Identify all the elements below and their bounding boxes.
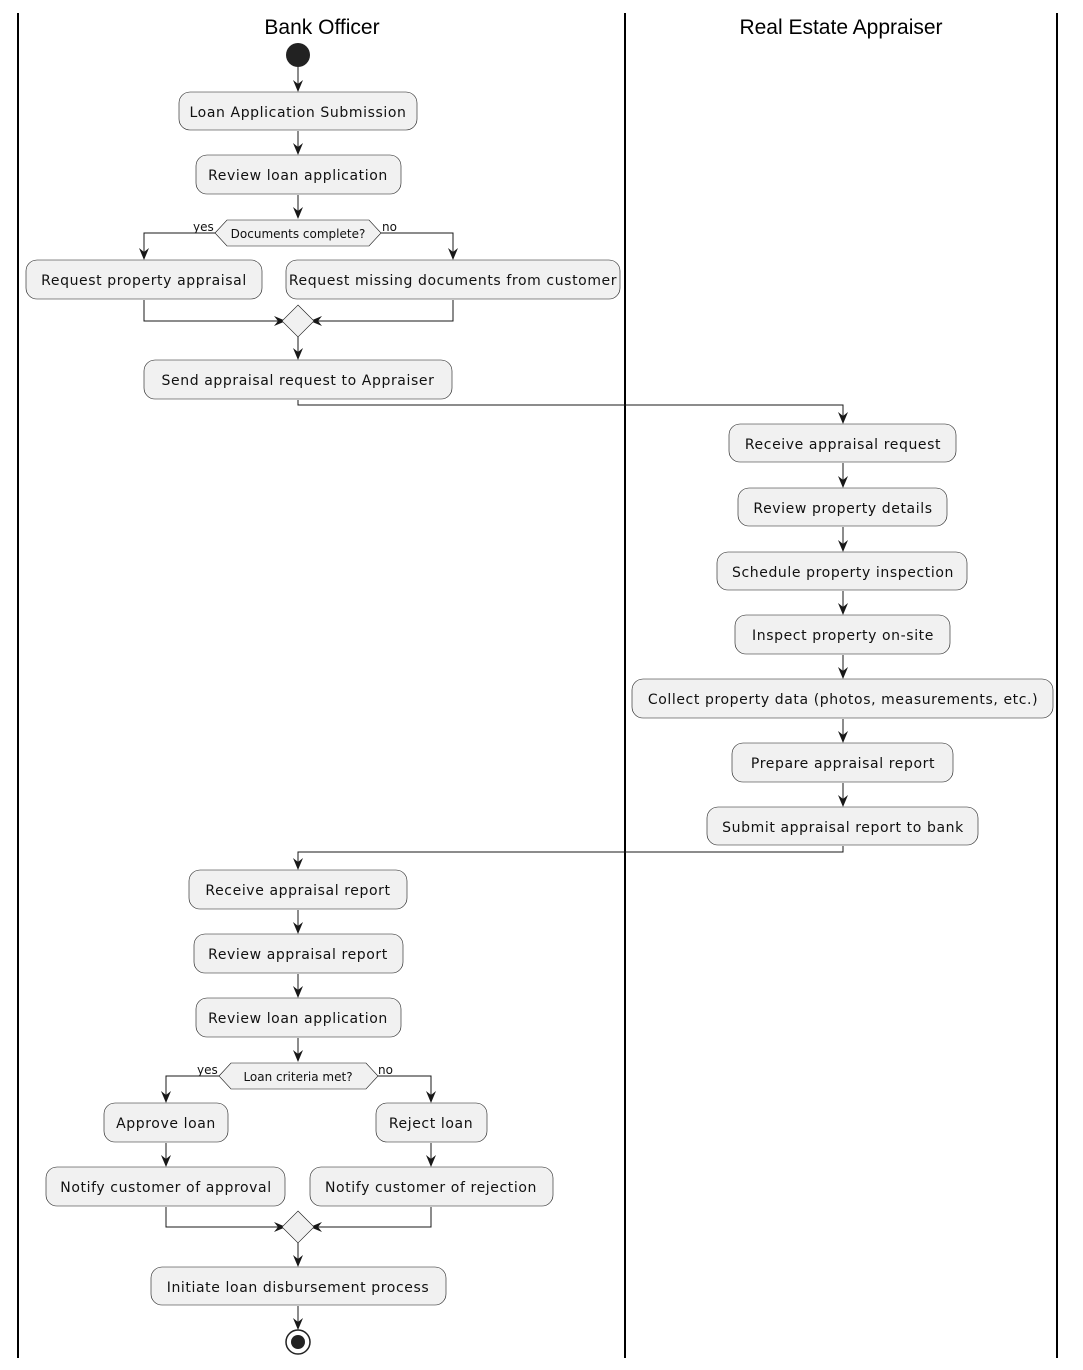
activity-label: Request missing documents from customer xyxy=(289,273,617,289)
decision-documents-complete: Documents complete? yes no xyxy=(193,219,397,247)
activity-label: Request property appraisal xyxy=(41,273,247,289)
activity-label: Initiate loan disbursement process xyxy=(167,1280,430,1296)
merge-node xyxy=(281,304,315,338)
activity-notify-customer-approval: Notify customer of approval xyxy=(45,1166,286,1207)
activity-request-missing-documents: Request missing documents from customer xyxy=(285,259,621,300)
activity-label: Send appraisal request to Appraiser xyxy=(162,373,435,389)
activity-label: Notify customer of rejection xyxy=(325,1180,537,1196)
activity-review-loan-application: Review loan application xyxy=(195,154,402,195)
guard-no: no xyxy=(378,1063,393,1077)
activity-receive-appraisal-request: Receive appraisal request xyxy=(728,423,957,463)
activity-prepare-appraisal-report: Prepare appraisal report xyxy=(731,742,954,783)
activity-review-loan-application-2: Review loan application xyxy=(195,997,402,1038)
guard-yes: yes xyxy=(193,220,214,234)
activity-loan-application-submission: Loan Application Submission xyxy=(178,91,418,131)
activity-schedule-property-inspection: Schedule property inspection xyxy=(716,551,968,591)
activity-label: Notify customer of approval xyxy=(60,1180,271,1196)
activity-send-appraisal-request: Send appraisal request to Appraiser xyxy=(143,359,453,400)
merge-node xyxy=(281,1210,315,1244)
activity-label: Submit appraisal report to bank xyxy=(722,820,964,836)
activity-label: Review property details xyxy=(753,501,932,517)
decision-loan-criteria-met: Loan criteria met? yes no xyxy=(197,1062,393,1090)
lane-title-bank-officer: Bank Officer xyxy=(264,16,379,39)
activity-reject-loan: Reject loan xyxy=(375,1102,488,1143)
activity-receive-appraisal-report: Receive appraisal report xyxy=(188,869,408,910)
activity-approve-loan: Approve loan xyxy=(103,1102,229,1143)
activity-collect-property-data: Collect property data (photos, measureme… xyxy=(631,678,1054,719)
guard-no: no xyxy=(382,220,397,234)
activity-review-property-details: Review property details xyxy=(737,487,948,527)
activity-label: Receive appraisal report xyxy=(205,883,390,899)
activity-label: Inspect property on-site xyxy=(752,628,934,644)
activity-label: Prepare appraisal report xyxy=(751,756,935,772)
activity-inspect-property-on-site: Inspect property on-site xyxy=(734,614,951,655)
activity-review-appraisal-report: Review appraisal report xyxy=(193,933,404,974)
start-node xyxy=(286,43,310,67)
activity-label: Review loan application xyxy=(208,1011,388,1027)
decision-question: Documents complete? xyxy=(231,227,366,241)
activity-notify-customer-rejection: Notify customer of rejection xyxy=(309,1166,554,1207)
activity-submit-appraisal-report: Submit appraisal report to bank xyxy=(706,806,979,846)
guard-yes: yes xyxy=(197,1063,218,1077)
activity-label: Receive appraisal request xyxy=(745,437,941,453)
activity-label: Review loan application xyxy=(208,168,388,184)
lane-title-real-estate-appraiser: Real Estate Appraiser xyxy=(739,16,942,39)
flow-arrowheads xyxy=(139,80,848,1330)
end-node xyxy=(285,1329,311,1355)
activity-label: Loan Application Submission xyxy=(190,105,407,121)
activity-label: Approve loan xyxy=(116,1116,216,1132)
activity-request-property-appraisal: Request property appraisal xyxy=(25,259,263,300)
activity-initiate-loan-disbursement: Initiate loan disbursement process xyxy=(150,1266,447,1306)
activity-label: Collect property data (photos, measureme… xyxy=(648,692,1038,708)
activity-label: Schedule property inspection xyxy=(732,565,954,581)
decision-question: Loan criteria met? xyxy=(243,1070,352,1084)
activity-label: Review appraisal report xyxy=(208,947,388,963)
activity-label: Reject loan xyxy=(389,1116,473,1132)
